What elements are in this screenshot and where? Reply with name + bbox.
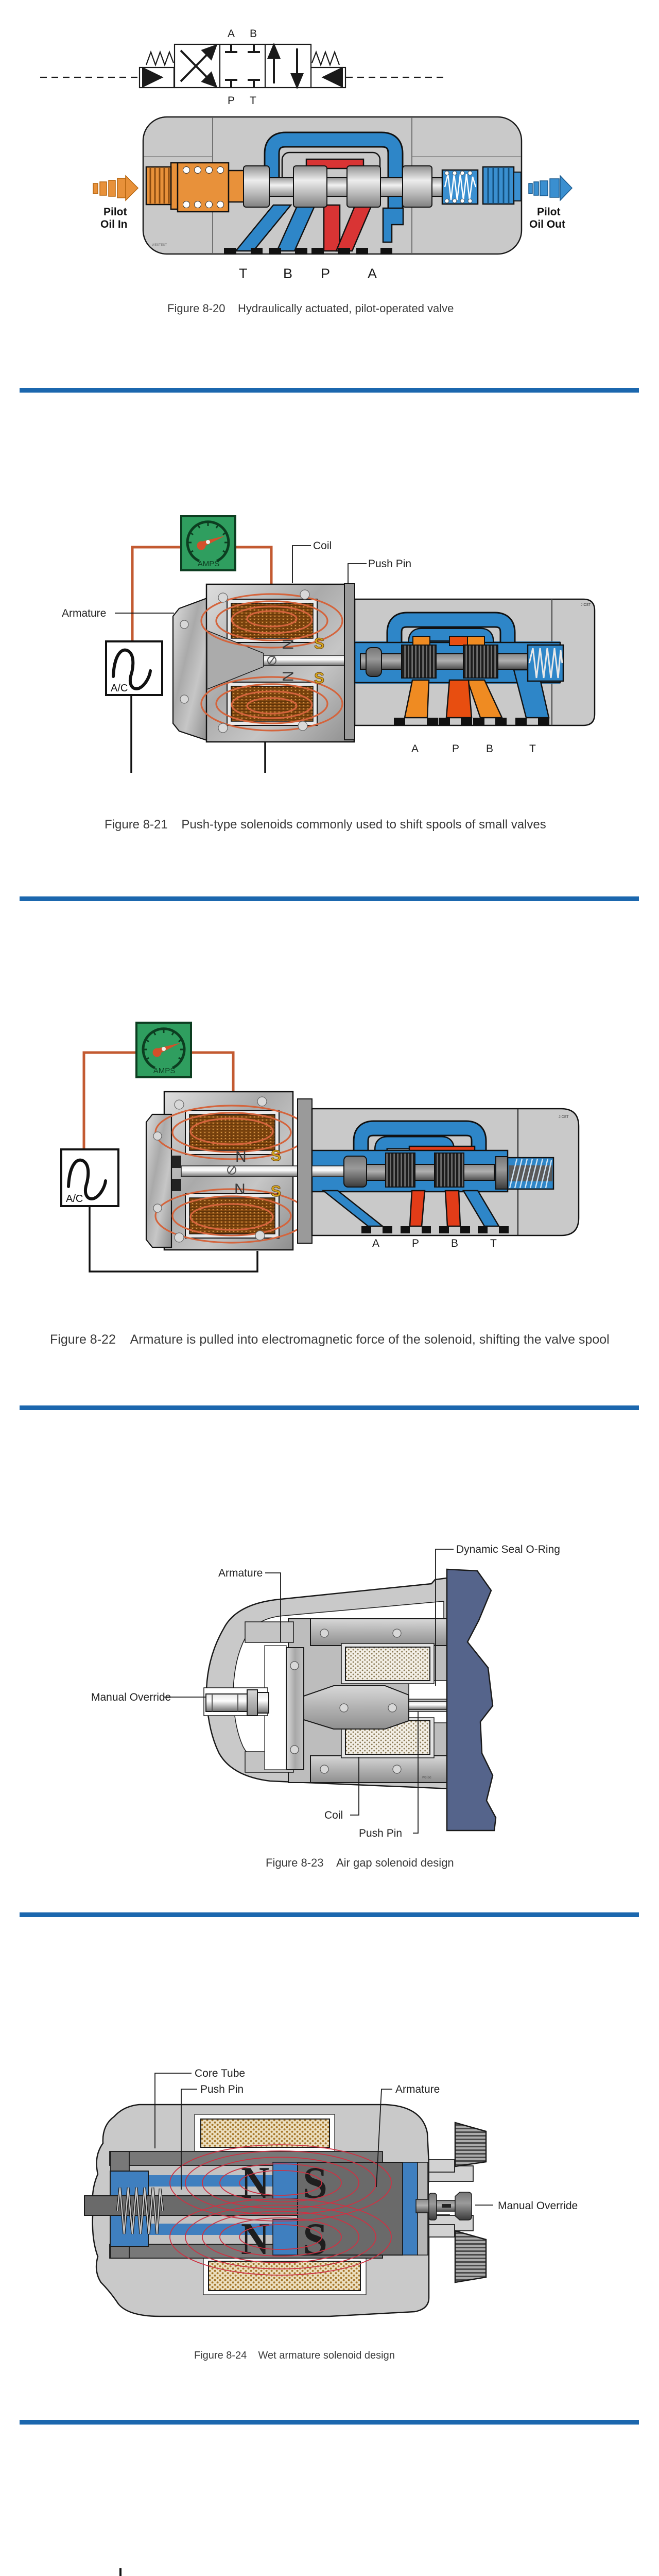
svg-text:T: T: [490, 1238, 497, 1249]
svg-text:JICST: JICST: [559, 1115, 569, 1119]
svg-text:N: N: [241, 2214, 269, 2264]
svg-text:A: A: [228, 28, 235, 40]
svg-text:T: T: [239, 266, 248, 281]
svg-text:S: S: [314, 670, 324, 687]
svg-text:T: T: [529, 743, 536, 755]
svg-text:B: B: [283, 266, 292, 281]
svg-text:Armature: Armature: [395, 2083, 440, 2095]
svg-text:Core Tube: Core Tube: [195, 2067, 245, 2079]
svg-text:Coil: Coil: [324, 1809, 343, 1821]
svg-text:P: P: [321, 266, 330, 281]
svg-text:Manual Override: Manual Override: [91, 1691, 171, 1703]
svg-text:weise: weise: [422, 1776, 431, 1780]
svg-text:Push Pin: Push Pin: [200, 2083, 244, 2095]
svg-text:Dynamic Seal O-Ring: Dynamic Seal O-Ring: [456, 1544, 560, 1555]
svg-text:T: T: [250, 95, 256, 107]
svg-text:N: N: [279, 639, 296, 650]
svg-text:B: B: [451, 1238, 458, 1249]
svg-text:Push Pin: Push Pin: [359, 1827, 402, 1839]
svg-text:Push Pin: Push Pin: [368, 558, 411, 570]
svg-text:Armature: Armature: [218, 1567, 263, 1579]
svg-text:B: B: [486, 743, 493, 755]
svg-text:WESTEST: WESTEST: [152, 244, 167, 247]
svg-text:AMPS: AMPS: [153, 1066, 176, 1075]
svg-text:Manual Override: Manual Override: [498, 2200, 578, 2212]
svg-text:Coil: Coil: [313, 540, 332, 552]
svg-text:Oil Out: Oil Out: [529, 218, 565, 230]
svg-text:A: A: [372, 1238, 379, 1249]
svg-text:A/C: A/C: [66, 1193, 83, 1205]
svg-text:Armature: Armature: [62, 607, 106, 619]
svg-text:A: A: [368, 266, 377, 281]
svg-text:A/C: A/C: [111, 683, 128, 694]
svg-text:S: S: [314, 635, 324, 652]
svg-text:JICST: JICST: [581, 603, 591, 607]
svg-text:S: S: [303, 2214, 327, 2264]
svg-text:B: B: [250, 28, 257, 40]
svg-text:Pilot: Pilot: [103, 206, 127, 218]
svg-text:Oil In: Oil In: [100, 218, 128, 230]
svg-text:AMPS: AMPS: [198, 560, 220, 568]
svg-text:S: S: [271, 1183, 281, 1200]
svg-text:S: S: [271, 1147, 281, 1164]
svg-text:P: P: [412, 1238, 419, 1249]
svg-text:N: N: [234, 1181, 246, 1198]
svg-text:A: A: [411, 743, 419, 755]
svg-text:P: P: [228, 95, 235, 107]
svg-text:N: N: [235, 1148, 247, 1165]
svg-text:P: P: [452, 743, 459, 755]
svg-text:N: N: [279, 671, 296, 682]
svg-text:Pilot: Pilot: [537, 206, 561, 218]
